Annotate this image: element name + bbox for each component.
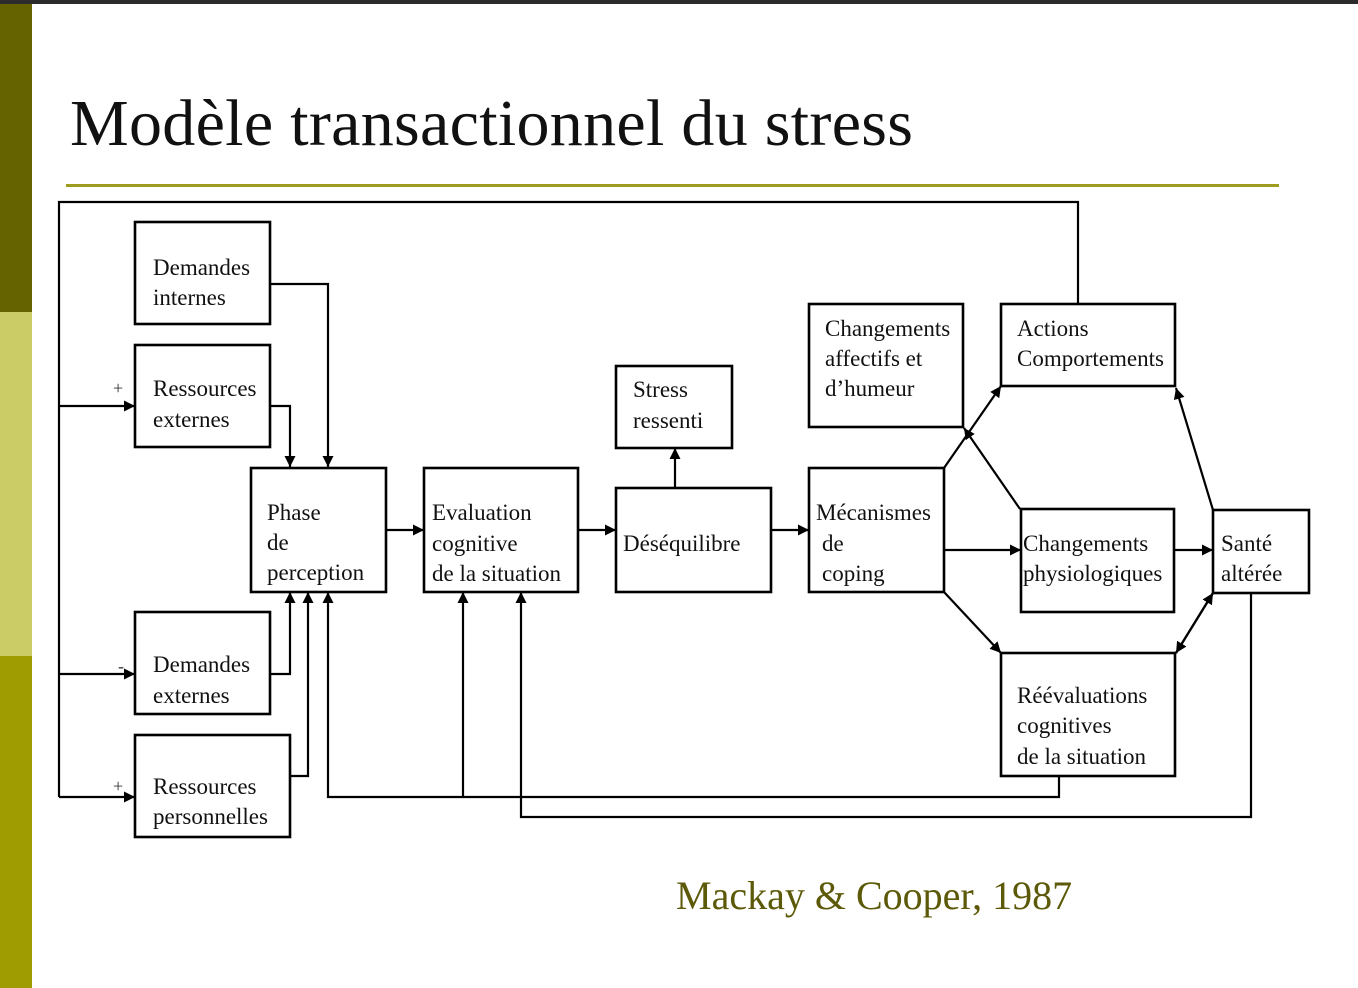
edge-coping-actions xyxy=(943,385,1002,469)
node-label-line: Phase xyxy=(267,500,321,525)
node-sante-alteree: Santé altérée xyxy=(1211,508,1311,595)
node-label-line: Demandes xyxy=(153,255,250,280)
edge-demandes-internes-perception xyxy=(270,282,334,467)
node-label-line: de la situation xyxy=(1017,744,1147,769)
node-label-line: externes xyxy=(153,407,230,432)
node-label-line: Demandes xyxy=(153,652,250,677)
edge-ressources-externes-perception xyxy=(270,404,296,467)
node-label-line: Evaluation xyxy=(432,500,532,525)
node-changements-affectifs: Changements affectifs et d’humeur xyxy=(807,302,965,429)
node-ressources-personnelles: Ressources personnelles xyxy=(133,733,292,839)
edge-physio-affectifs xyxy=(963,427,1021,510)
node-label-line: coping xyxy=(822,561,885,586)
node-label-line: Comportements xyxy=(1017,346,1164,371)
edge-sante-feedback xyxy=(515,592,1253,819)
edge-reevaluations-sante xyxy=(1175,592,1214,654)
edge-ressources-personnelles-perception xyxy=(290,592,314,778)
node-desequilibre: Déséquilibre xyxy=(614,486,773,594)
sign-ressources-externes: + xyxy=(113,378,123,398)
accent-stripe-top xyxy=(0,4,32,312)
node-label-line: Ressources xyxy=(153,774,257,799)
node-label-line: cognitive xyxy=(432,531,518,556)
node-label-line: Ressources xyxy=(153,376,257,401)
edge-demandes-externes-perception xyxy=(270,592,296,676)
edge-feedback-outer xyxy=(57,200,1080,797)
node-label-line: Réévaluations xyxy=(1017,683,1147,708)
node-ressources-externes: Ressources externes xyxy=(133,343,272,449)
node-demandes-internes: Demandes internes xyxy=(133,220,272,326)
node-label-line: d’humeur xyxy=(825,376,915,401)
node-mecanismes-coping: Mécanismes de coping xyxy=(807,466,946,594)
node-label-line: Changements xyxy=(825,316,950,341)
edge-reevaluations-feedback xyxy=(322,592,1061,799)
node-evaluation-cognitive: Evaluation cognitive de la situation xyxy=(422,466,580,594)
node-stress-ressenti: Stress ressenti xyxy=(614,364,734,450)
node-label-line: physiologiques xyxy=(1023,561,1162,586)
node-label-line: cognitives xyxy=(1017,713,1112,738)
node-label-line: ressenti xyxy=(633,408,703,433)
node-actions-comportements: Actions Comportements xyxy=(999,302,1177,388)
title-underline xyxy=(66,184,1279,187)
node-label-line: externes xyxy=(153,683,230,708)
node-label-line: internes xyxy=(153,285,226,310)
node-label-line: perception xyxy=(267,560,365,585)
node-label-line: Mécanismes xyxy=(816,500,931,525)
node-label-line: de xyxy=(822,531,844,556)
node-label-line: altérée xyxy=(1221,561,1282,586)
node-reevaluations-cognitives: Réévaluations cognitives de la situation xyxy=(999,651,1177,778)
node-label-line: Changements xyxy=(1023,531,1148,556)
node-label-line: affectifs et xyxy=(825,346,923,371)
node-demandes-externes: Demandes externes xyxy=(133,610,272,716)
node-label-line: Santé xyxy=(1221,531,1272,556)
accent-stripe-bottom xyxy=(0,656,32,988)
node-label-line: Actions xyxy=(1017,316,1089,341)
node-label-line: de la situation xyxy=(432,561,562,586)
node-changements-physiologiques: Changements physiologiques xyxy=(1019,507,1176,614)
slide-title: Modèle transactionnel du stress xyxy=(70,87,914,160)
node-phase-perception: Phase de perception xyxy=(249,466,388,594)
sign-ressources-personnelles: + xyxy=(113,776,123,796)
node-label-line: personnelles xyxy=(153,804,268,829)
citation: Mackay & Cooper, 1987 xyxy=(676,873,1073,918)
top-border xyxy=(0,0,1358,4)
edge-coping-reevaluations xyxy=(943,591,1002,654)
edge-sante-actions xyxy=(1173,387,1215,511)
sign-demandes-externes: - xyxy=(118,656,124,676)
edges xyxy=(57,200,1253,819)
node-label-line: Stress xyxy=(633,377,688,402)
accent-stripe-middle xyxy=(0,312,32,656)
node-label-line: Déséquilibre xyxy=(623,531,741,556)
node-label-line: de xyxy=(267,530,289,555)
